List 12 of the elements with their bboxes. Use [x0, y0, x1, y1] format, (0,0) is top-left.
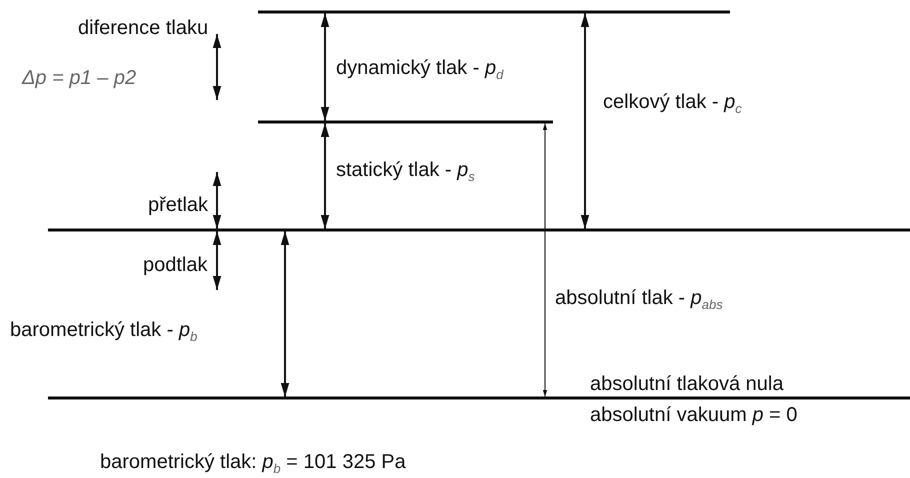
pressure-label: absolutní tlaková nula: [590, 372, 784, 396]
pressure-label: podtlak: [143, 253, 208, 277]
pressure-label: celkový tlak - p$_{c}$: [603, 90, 742, 118]
pressure-label: diference tlaku: [78, 16, 208, 40]
pressure-label: absolutní vakuum p = 0: [590, 403, 798, 427]
note-text: barometrický tlak: p$_{b}$ = 101 325 Pa: [100, 450, 406, 478]
pressure-label: statický tlak - p$_{s}$: [336, 158, 475, 186]
pressure-label: barometrický tlak - p$_{b}$: [10, 318, 198, 346]
pressure-label: dynamický tlak - p$_{d}$: [336, 56, 504, 84]
pressure-label: Δp = p1 – p2: [22, 66, 136, 90]
pressure-label: přetlak: [148, 193, 208, 217]
pressure-label: absolutní tlak - p$_{abs}$: [555, 286, 723, 314]
